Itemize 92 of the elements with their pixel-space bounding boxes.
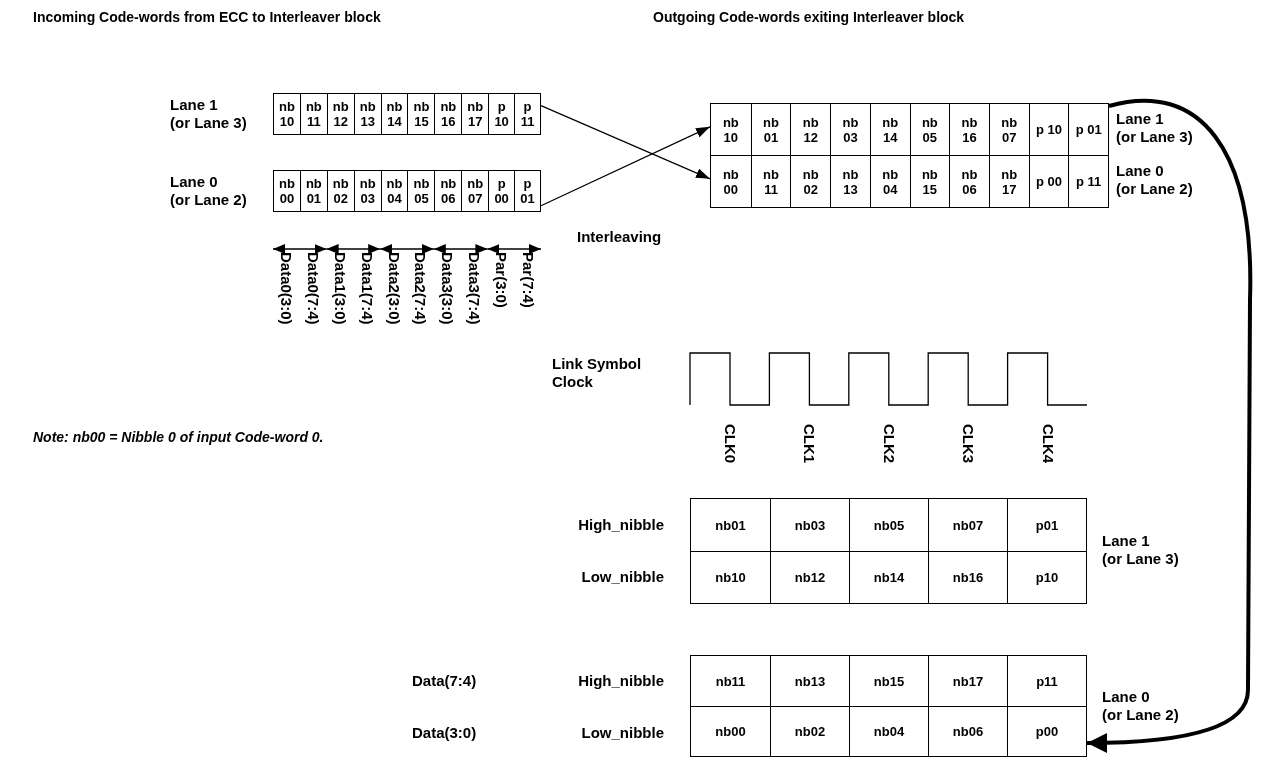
codeword-row [710, 155, 1109, 208]
nibble-cell: p00 [1007, 706, 1086, 756]
nibble-cell: nb 12 [326, 94, 354, 134]
note: Note: nb00 = Nibble 0 of input Code-word 0. [33, 428, 324, 446]
nibble-cell: p11 [1007, 656, 1086, 706]
arrow [540, 126, 711, 207]
nibble-cell-text: nb 00 [721, 165, 740, 199]
lane-label: Lane 0 (or Lane 2) [1102, 688, 1180, 724]
bit-range-label: Data0(3:0) [278, 252, 295, 325]
lane-label: Lane 0 (or Lane 2) [170, 173, 248, 209]
nibble-cell: nb14 [849, 551, 928, 603]
lane-label: Lane 0 (or Lane 2) [1116, 162, 1194, 198]
nibble-cell: nb03 [770, 499, 849, 551]
nibble-cell: nb04 [849, 706, 928, 756]
nibble-cell: nb 06 [434, 171, 462, 211]
nibble-cell: nb 16 [434, 94, 462, 134]
codeword-row [710, 103, 1109, 156]
nibble-cell: nb 02 [326, 171, 354, 211]
nibble-cell: nb 04 [380, 171, 408, 211]
nibble-cell: nb 04 [869, 156, 910, 207]
signal-name: Link Symbol Clock [552, 355, 643, 391]
clock-cycle-label: CLK2 [880, 424, 897, 464]
nibble-cell: nb 15 [909, 156, 950, 207]
nibble-table [690, 498, 1087, 604]
clock-cycle-label: CLK4 [1039, 424, 1056, 464]
nibble-cell: nb 17 [461, 94, 489, 134]
nibble-cell: nb 17 [988, 156, 1029, 207]
nibble-cell: nb07 [928, 499, 1007, 551]
nibble-cell-text: nb 10 [278, 98, 296, 131]
nibble-cell: p 01 [514, 171, 540, 211]
nibble-cell: nb 07 [461, 171, 489, 211]
lane-label: Lane 1 (or Lane 3) [1116, 110, 1194, 146]
nibble-cell: nb16 [928, 551, 1007, 603]
nibble-cell: p 10 [488, 94, 515, 134]
bit-range-label: Data2(3:0) [385, 252, 402, 325]
nibble-cell: p 11 [514, 94, 540, 134]
nibble-cell: p10 [1007, 551, 1086, 603]
row-header: Low_nibble [580, 724, 664, 742]
nibble-cell: nb 11 [299, 94, 327, 134]
arrow [540, 105, 711, 180]
codeword-row [273, 170, 541, 212]
nibble-cell: nb 15 [407, 94, 435, 134]
nibble-cell: p 00 [488, 171, 515, 211]
nibble-cell: nb05 [849, 499, 928, 551]
heading: Outgoing Code-words exiting Interleaver block [653, 8, 965, 26]
nibble-cell-text: nb 10 [721, 113, 740, 147]
bit-range-label: Data2(7:4) [412, 252, 429, 325]
nibble-cell: nb 14 [380, 94, 408, 134]
nibble-cell: nb 13 [353, 94, 381, 134]
bit-range-label: Data(7:4) [412, 672, 477, 690]
bit-range-label: Data(3:0) [412, 724, 477, 742]
nibble-cell: nb17 [928, 656, 1007, 706]
nibble-cell: p 11 [1068, 156, 1108, 207]
nibble-cell: nb10 [691, 551, 770, 603]
nibble-cell: nb 02 [790, 156, 831, 207]
bit-range-label: Data3(7:4) [466, 252, 482, 325]
bit-range-label: Par(3:0) [492, 252, 509, 308]
nibble-cell: nb 13 [830, 156, 870, 207]
nibble-cell: nb15 [849, 656, 928, 706]
lane-label: Lane 1 (or Lane 3) [1102, 532, 1180, 568]
bit-range-label: Data0(7:4) [305, 252, 322, 325]
row-header: Low_nibble [580, 568, 664, 586]
nibble-cell: nb 11 [750, 156, 791, 207]
nibble-cell: nb 03 [353, 171, 381, 211]
nibble-cell-text: nb 00 [278, 175, 296, 208]
bit-range-label: Par(7:4) [519, 252, 536, 308]
nibble-cell: nb00 [691, 706, 770, 756]
nibble-cell: p01 [1007, 499, 1086, 551]
codeword-row [273, 93, 541, 135]
bit-range-label: Data1(7:4) [358, 252, 375, 325]
clock-cycle-label: CLK0 [722, 424, 738, 464]
clock-cycle-label: CLK3 [960, 424, 977, 464]
bit-range-label: Data1(3:0) [332, 252, 348, 325]
nibble-cell: nb 01 [299, 171, 327, 211]
nibble-cell: nb12 [770, 551, 849, 603]
nibble-cell: nb 06 [949, 156, 989, 207]
nibble-cell: p 00 [1028, 156, 1069, 207]
lane-label: Lane 1 (or Lane 3) [170, 96, 248, 132]
nibble-table [690, 655, 1087, 757]
nibble-cell: nb 05 [407, 171, 435, 211]
nibble-cell-text: nb11 [714, 672, 747, 691]
clock-cycle-label: CLK1 [801, 424, 818, 464]
nibble-cell: nb13 [770, 656, 849, 706]
heading: Incoming Code-words from ECC to Interleaver block [33, 8, 381, 26]
nibble-cell: nb06 [928, 706, 1007, 756]
nibble-cell-text: nb01 [714, 516, 747, 535]
interleaving-label: Interleaving [577, 228, 662, 246]
row-header: High_nibble [577, 516, 664, 534]
arrow [1086, 99, 1252, 753]
nibble-cell: nb02 [770, 706, 849, 756]
row-header: High_nibble [577, 672, 664, 690]
bit-range-label: Data3(3:0) [439, 252, 456, 325]
